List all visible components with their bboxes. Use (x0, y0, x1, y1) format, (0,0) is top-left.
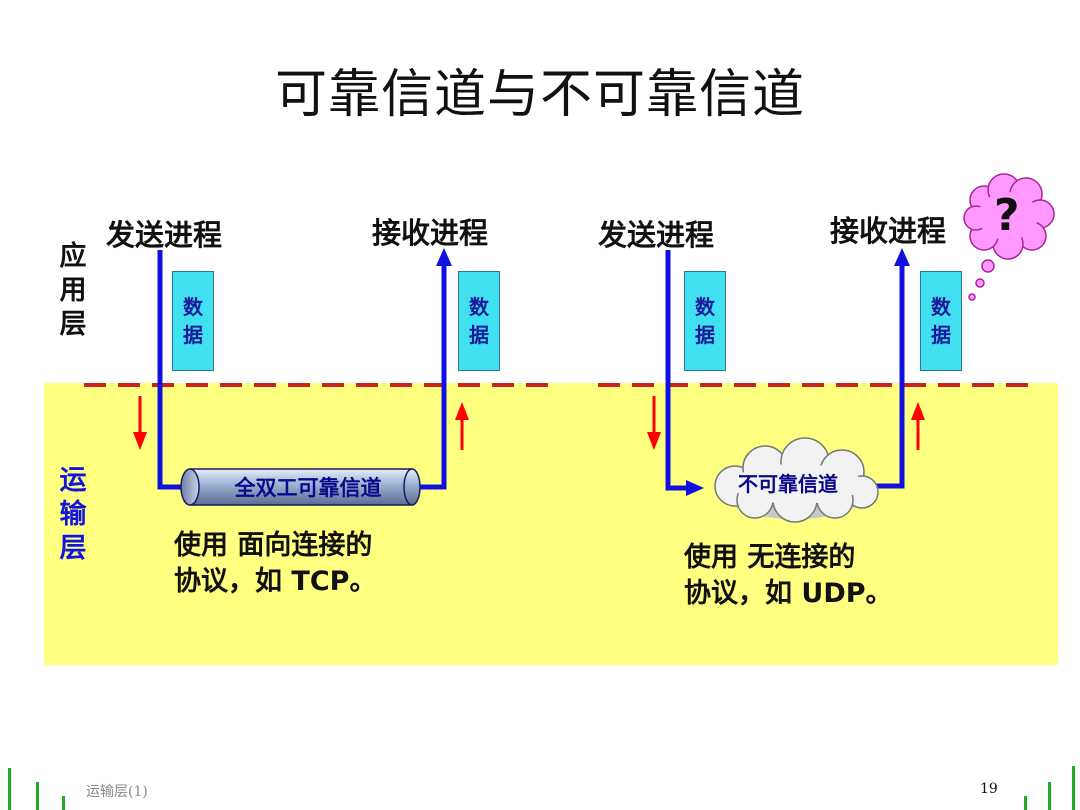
right-receive-data-box: 数 据 (920, 271, 962, 371)
right-sender-label: 发送进程 (598, 218, 715, 252)
left-description: 使用 面向连接的 协议，如 TCP。 (174, 528, 376, 600)
left-up-arrowhead (455, 402, 469, 420)
right-receiver-label: 接收进程 (830, 214, 947, 248)
right-description: 使用 无连接的 协议，如 UDP。 (684, 540, 893, 612)
application-layer-label: 应 用 层 (56, 240, 90, 342)
unreliable-channel-cloud (714, 437, 879, 523)
data-char: 据 (469, 323, 489, 347)
right-receive-arrowhead (894, 248, 910, 266)
left-sender-label: 发送进程 (106, 218, 223, 252)
reliable-channel-tube (180, 468, 421, 506)
left-receive-data-box: 数 据 (458, 271, 500, 371)
layer-char: 应 (59, 241, 87, 272)
footer-right-bars (1024, 766, 1075, 810)
left-down-arrowhead (133, 432, 147, 450)
right-description-prefix: 协议，如 (684, 578, 802, 609)
question-mark: ? (994, 190, 1020, 241)
page-number: 19 (980, 781, 998, 797)
data-char: 数 (931, 295, 951, 319)
data-char: 数 (469, 295, 489, 319)
unreliable-channel-label: 不可靠信道 (738, 472, 838, 496)
layer-char: 输 (59, 499, 87, 530)
footer-label: 运输层(1) (86, 784, 148, 800)
left-protocol-name: TCP (291, 566, 350, 597)
reliable-channel-label: 全双工可靠信道 (234, 476, 382, 500)
data-char: 数 (695, 295, 715, 319)
right-description-line2: 协议，如 UDP。 (684, 576, 893, 612)
left-description-line2: 协议，如 TCP。 (174, 564, 376, 600)
right-send-path (665, 250, 690, 491)
right-description-suffix: 。 (865, 578, 893, 609)
left-receive-arrowhead (436, 248, 452, 266)
layer-char: 用 (59, 275, 87, 306)
right-receive-path (868, 262, 905, 489)
right-up-arrowhead (911, 402, 925, 420)
right-down-arrowhead (647, 432, 661, 450)
data-char: 据 (931, 323, 951, 347)
data-char: 数 (183, 295, 203, 319)
left-description-prefix: 协议，如 (174, 566, 292, 597)
right-send-data-box: 数 据 (684, 271, 726, 371)
layer-char: 层 (59, 309, 87, 340)
layer-char: 运 (59, 465, 87, 496)
thought-bubble-icon (963, 173, 1055, 301)
footer-left-bars (8, 768, 65, 810)
right-protocol-name: UDP (801, 578, 866, 609)
data-char: 据 (695, 323, 715, 347)
left-description-suffix: 。 (349, 566, 377, 597)
left-receive-path (412, 262, 447, 490)
transport-layer-label: 运 输 层 (56, 464, 90, 566)
left-description-line1: 使用 面向连接的 (174, 530, 373, 561)
left-send-path (157, 250, 190, 490)
left-send-data-box: 数 据 (172, 271, 214, 371)
transport-layer-band (44, 383, 1058, 665)
data-char: 据 (183, 323, 203, 347)
left-receiver-label: 接收进程 (372, 216, 489, 250)
layer-char: 层 (59, 533, 87, 564)
right-send-arrowhead (686, 480, 704, 496)
right-description-line1: 使用 无连接的 (684, 542, 856, 573)
page-title: 可靠信道与不可靠信道 (274, 65, 805, 125)
